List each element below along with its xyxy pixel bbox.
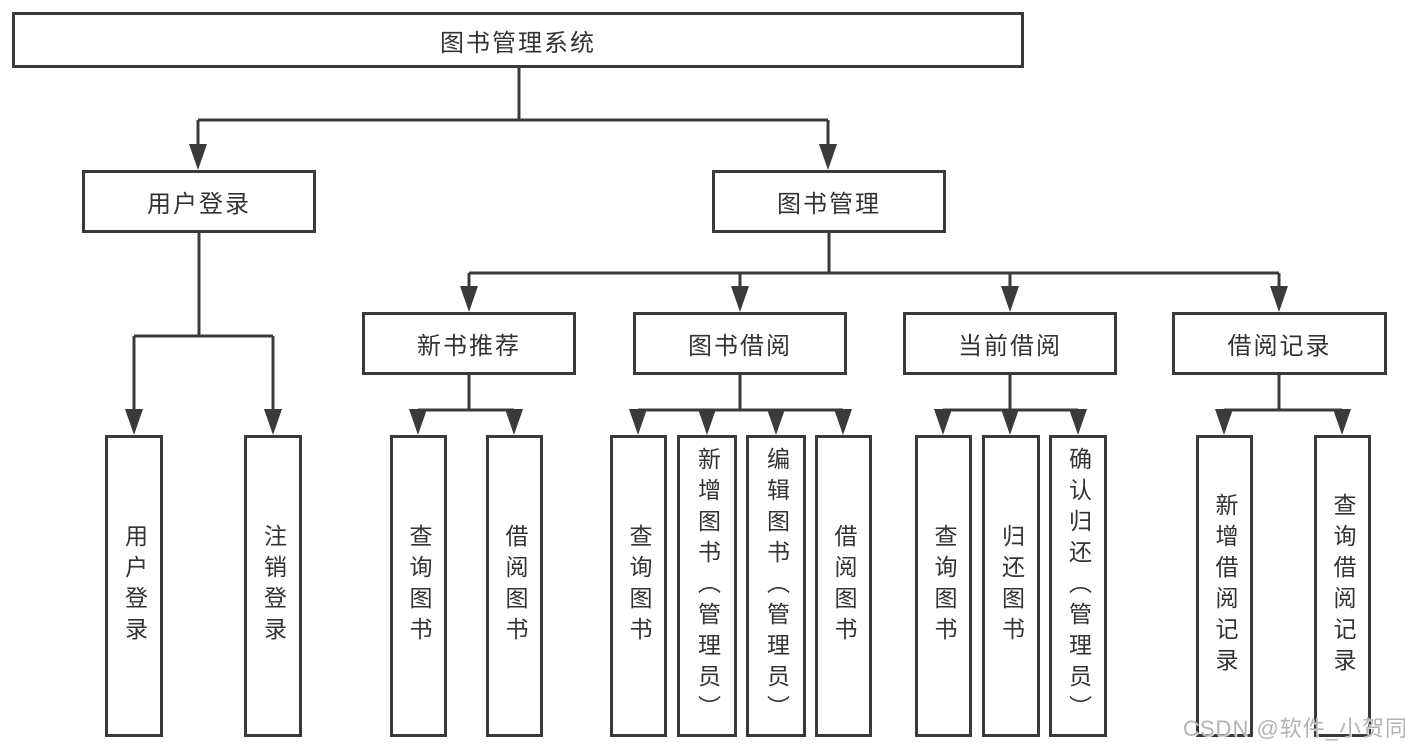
node-label-leaf-borrow-books: 借阅图书 [831,524,857,648]
node-label-new-book-recommend: 新书推荐 [417,333,521,360]
node-leaf-return-books: 归还图书 [982,435,1040,737]
arrowhead-icon [460,286,478,312]
arrowhead-icon [1215,409,1233,435]
arrowhead-icon [1333,409,1351,435]
node-label-leaf-query-borrow-record: 查询借阅记录 [1330,493,1356,679]
node-label-user-login: 用户登录 [147,191,251,218]
node-label-leaf-user-login: 用户登录 [121,524,148,648]
node-label-leaf-add-borrow-record: 新增借阅记录 [1212,493,1238,679]
node-leaf-confirm-return-admin: 确认归还（管理员） [1049,435,1107,737]
csdn-watermark: CSDN @软件_小贺同学 [1183,716,1405,741]
node-leaf-query-books-current: 查询图书 [915,435,972,737]
node-leaf-logout: 注销登录 [244,435,302,737]
node-book-management: 图书管理 [712,170,946,233]
node-label-book-management: 图书管理 [777,191,881,218]
node-label-leaf-query-books-recommend: 查询图书 [406,524,432,648]
arrowhead-icon [834,409,852,435]
node-label-leaf-logout: 注销登录 [260,524,287,648]
node-leaf-query-books-recommend: 查询图书 [390,435,447,737]
node-label-leaf-confirm-return-admin: 确认归还（管理员） [1065,446,1092,726]
arrowhead-icon [629,409,647,435]
arrowhead-icon [505,409,523,435]
arrowhead-icon [1270,286,1288,312]
node-leaf-user-login: 用户登录 [105,435,163,737]
arrowhead-icon [819,144,837,170]
node-leaf-add-books-admin: 新增图书（管理员） [677,435,737,737]
node-label-leaf-return-books: 归还图书 [998,524,1025,648]
node-label-leaf-add-books-admin: 新增图书（管理员） [694,446,721,726]
node-leaf-add-borrow-record: 新增借阅记录 [1196,435,1253,737]
node-new-book-recommend: 新书推荐 [362,312,576,375]
node-leaf-borrow-books-recommend: 借阅图书 [486,435,543,737]
arrowhead-icon [767,409,785,435]
node-current-borrowing: 当前借阅 [903,312,1117,375]
node-label-leaf-query-books-borrow: 查询图书 [626,524,652,648]
node-leaf-borrow-books: 借阅图书 [815,435,872,737]
arrowhead-icon [125,409,143,435]
arrowhead-icon [409,409,427,435]
node-book-borrowing: 图书借阅 [633,312,847,375]
arrowhead-icon [1001,286,1019,312]
node-label-leaf-edit-books-admin: 编辑图书（管理员） [763,446,790,726]
node-label-leaf-borrow-books-recommend: 借阅图书 [502,524,528,648]
node-user-login: 用户登录 [82,170,316,233]
node-library-management-system: 图书管理系统 [12,12,1024,68]
node-leaf-query-borrow-record: 查询借阅记录 [1314,435,1371,737]
arrowhead-icon [934,409,952,435]
arrowhead-icon [1001,409,1019,435]
node-leaf-query-books-borrow: 查询图书 [610,435,667,737]
arrowhead-icon [264,409,282,435]
node-label-library-management-system: 图书管理系统 [440,29,596,57]
node-label-current-borrowing: 当前借阅 [958,333,1062,360]
arrowhead-icon [1069,409,1087,435]
arrowhead-icon [731,286,749,312]
arrowhead-icon [189,144,207,170]
arrowhead-icon [698,409,716,435]
node-label-borrowing-records: 借阅记录 [1227,333,1332,360]
node-label-leaf-query-books-current: 查询图书 [931,524,957,648]
node-label-book-borrowing: 图书借阅 [688,333,792,360]
node-leaf-edit-books-admin: 编辑图书（管理员） [746,435,806,737]
node-borrowing-records: 借阅记录 [1172,312,1387,375]
